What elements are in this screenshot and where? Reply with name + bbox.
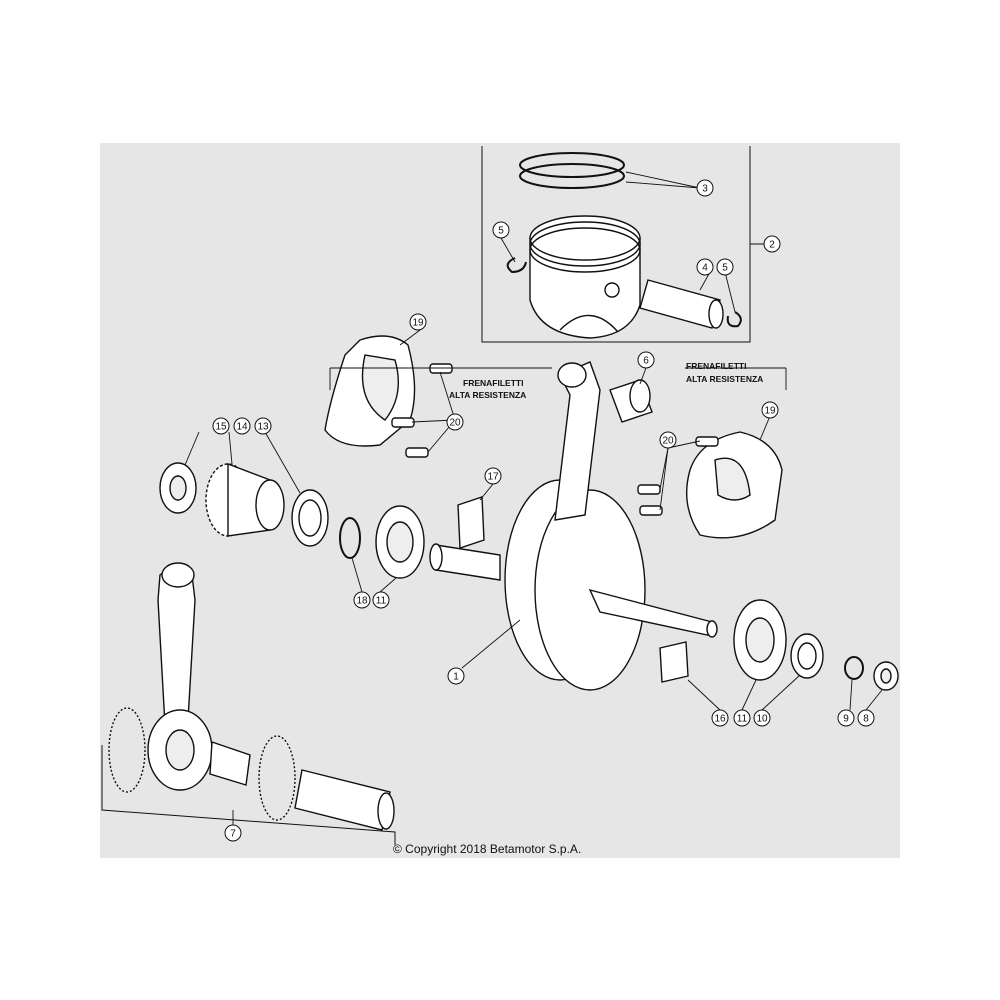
callout-1: 1: [447, 667, 465, 685]
note-right-line1: FRENAFILETTI: [686, 361, 746, 371]
callout-label: 20: [449, 418, 461, 429]
callout-16: 16: [711, 709, 729, 727]
callout-18: 18: [353, 591, 371, 609]
callout-label: 14: [236, 422, 248, 433]
seal-10: [790, 633, 824, 679]
leader-lines: [184, 171, 883, 825]
callout-2: 2: [763, 235, 781, 253]
callout-6: 6: [637, 351, 655, 369]
screws-right: [637, 436, 719, 516]
washer-9: [844, 656, 864, 680]
counterweight-left: [324, 335, 416, 447]
callout-19: 19: [409, 313, 427, 331]
callout-20: 20: [446, 413, 464, 431]
callout-bubbles: 1 2 3 4 5 5 6 7 8 9 10 11 11 13 14 15 16 17 18 19 19 20 20: [212, 179, 875, 842]
callout-label: 9: [843, 714, 849, 725]
key-17: [457, 496, 485, 549]
oil-seal-13: [291, 489, 329, 547]
callout-label: 2: [769, 240, 775, 251]
callout-11: 11: [372, 591, 390, 609]
callout-label: 5: [498, 226, 504, 237]
callout-label: 17: [487, 472, 499, 483]
callout-15: 15: [212, 417, 230, 435]
callout-8: 8: [857, 709, 875, 727]
callout-label: 19: [412, 318, 424, 329]
note-left-line1: FRENAFILETTI: [463, 378, 523, 388]
callout-17: 17: [484, 467, 502, 485]
callout-label: 1: [453, 672, 459, 683]
callout-9: 9: [837, 709, 855, 727]
screws-left: [391, 363, 453, 458]
nut-15: [159, 462, 197, 514]
circlip-left: [506, 257, 527, 274]
callout-label: 10: [756, 714, 768, 725]
bearing-11-left: [375, 505, 425, 579]
connecting-rod-kit: [108, 562, 395, 831]
note-right: FRENAFILETTI ALTA RESISTENZA: [686, 361, 763, 384]
nut-8: [873, 661, 899, 691]
callout-20: 20: [659, 431, 677, 449]
crankshaft: [429, 479, 718, 691]
counterweight-right: [685, 431, 783, 539]
callout-label: 20: [662, 436, 674, 447]
conrod-kit-bracket: [101, 745, 396, 845]
callout-5: 5: [492, 221, 510, 239]
callout-5: 5: [716, 258, 734, 276]
callout-label: 13: [257, 422, 269, 433]
copyright-text: © Copyright 2018 Betamotor S.p.A.: [393, 842, 582, 856]
callout-label: 4: [702, 263, 708, 274]
callout-10: 10: [753, 709, 771, 727]
callout-3: 3: [696, 179, 714, 197]
connecting-rod: [554, 361, 601, 521]
callout-label: 18: [356, 596, 368, 607]
key-16: [659, 641, 689, 683]
gear-14: [205, 462, 285, 537]
callout-label: 16: [714, 714, 726, 725]
callout-label: 6: [643, 356, 649, 367]
piston-pin: [639, 279, 724, 329]
callout-label: 11: [376, 596, 387, 607]
callout-label: 3: [702, 184, 708, 195]
callout-11: 11: [733, 709, 751, 727]
piston: [529, 215, 641, 339]
callout-13: 13: [254, 417, 272, 435]
callout-label: 15: [215, 422, 227, 433]
note-left-line2: ALTA RESISTENZA: [449, 390, 526, 400]
piston-rings: [519, 152, 625, 189]
note-right-line2: ALTA RESISTENZA: [686, 374, 763, 384]
callout-7: 7: [224, 824, 242, 842]
circlip-right: [726, 311, 742, 328]
callout-label: 7: [230, 829, 236, 840]
bearing-11-right: [733, 599, 787, 681]
callout-label: 11: [737, 714, 748, 725]
callout-label: 8: [863, 714, 869, 725]
callout-label: 5: [722, 263, 728, 274]
callout-label: 19: [764, 406, 776, 417]
callout-14: 14: [233, 417, 251, 435]
callout-4: 4: [696, 258, 714, 276]
oring-18: [339, 517, 361, 559]
note-left: FRENAFILETTI ALTA RESISTENZA: [449, 378, 526, 400]
small-end-bearing: [609, 379, 653, 423]
callout-19: 19: [761, 401, 779, 419]
